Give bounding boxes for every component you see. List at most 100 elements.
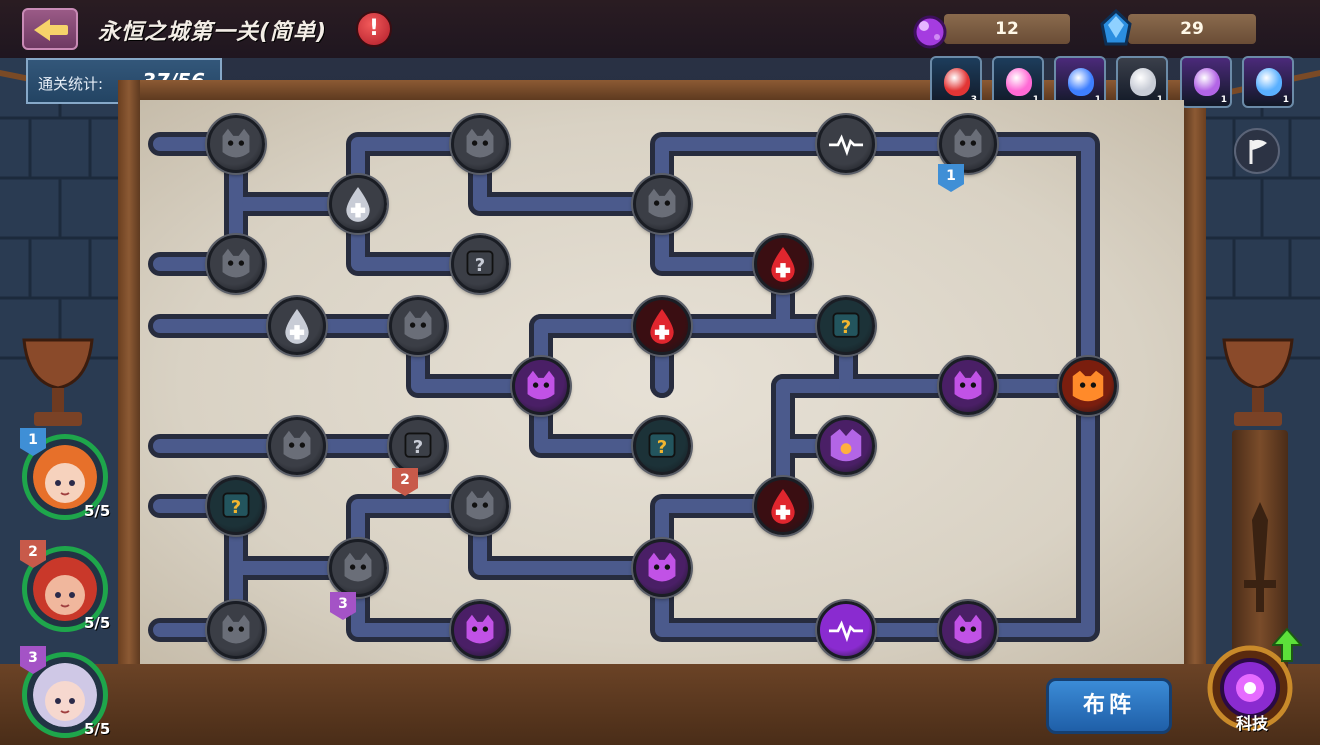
map-node-monster-grey[interactable] — [939, 115, 997, 173]
map-node-mystery-teal[interactable]: ? — [207, 477, 265, 535]
monster-grey-icon — [466, 128, 494, 158]
monster-purple-icon — [648, 552, 676, 582]
mystery-grey-icon: ? — [404, 432, 432, 458]
item-slot-2[interactable]: 1 — [992, 56, 1044, 108]
map-node-boss-fire[interactable] — [1059, 357, 1117, 415]
elite-purple-icon — [830, 428, 862, 462]
monster-purple-icon — [466, 614, 494, 644]
item-slot-1[interactable]: 3 — [930, 56, 982, 108]
item-bar: 311111 — [930, 56, 1300, 110]
hero-avatar — [33, 557, 97, 621]
map-path-segment — [153, 137, 365, 211]
resource-crystal-value: 12 — [995, 19, 1019, 39]
blue-scroll-icon — [1068, 68, 1094, 96]
exclamation-icon[interactable]: ! — [356, 11, 392, 47]
map-node-heal-grey[interactable] — [268, 297, 326, 355]
item-slot-3[interactable]: 1 — [1054, 56, 1106, 108]
map-node-monster-purple[interactable] — [633, 539, 691, 597]
heal-red-icon — [771, 488, 795, 524]
map-frame-right — [1184, 80, 1206, 670]
map-node-monster-grey[interactable] — [329, 539, 387, 597]
map-node-monster-purple[interactable] — [939, 601, 997, 659]
map-path-segment — [961, 379, 1095, 637]
mystery-teal-icon: ? — [832, 312, 860, 338]
map-node-monster-grey[interactable] — [207, 115, 265, 173]
map-path-segment — [650, 556, 980, 642]
white-flag-icon — [1249, 139, 1267, 164]
map-node-heal-red[interactable] — [754, 477, 812, 535]
item-slot-5[interactable]: 1 — [1180, 56, 1232, 108]
hero-portrait-3[interactable] — [22, 652, 108, 738]
map-node-monster-grey[interactable] — [207, 235, 265, 293]
item-slot-4[interactable]: 1 — [1116, 56, 1168, 108]
map-node-mystery-grey[interactable]: ? — [451, 235, 509, 293]
monster-grey-icon — [954, 128, 982, 158]
map-path-segment — [776, 319, 853, 393]
heal-grey-icon — [346, 186, 370, 222]
map-node-heal-grey[interactable] — [329, 175, 387, 233]
back-button[interactable] — [22, 8, 78, 50]
heal-red-icon — [650, 308, 674, 344]
svg-text:?: ? — [475, 255, 485, 276]
svg-text:?: ? — [657, 437, 667, 458]
back-arrow-icon — [34, 19, 50, 41]
map-node-heartbeat-grey[interactable] — [817, 115, 875, 173]
map-node-monster-grey[interactable] — [268, 417, 326, 475]
tech-label: 科技 — [1235, 714, 1268, 733]
map-path-segment — [961, 137, 1095, 393]
item-count: 1 — [1220, 95, 1227, 105]
map-node-heal-red[interactable] — [633, 297, 691, 355]
tech-button[interactable]: 科技 — [1200, 628, 1304, 738]
hero-hp: 5/5 — [84, 614, 111, 632]
svg-text:?: ? — [413, 437, 423, 458]
map-node-mystery-grey[interactable]: ? — [389, 417, 447, 475]
monster-purple-icon — [527, 370, 555, 400]
monster-grey-icon — [222, 248, 250, 278]
grey-scroll-icon — [1130, 68, 1156, 96]
flag-button[interactable] — [1234, 128, 1280, 174]
map-node-heartbeat-purple[interactable] — [817, 601, 875, 659]
level-title: 永恒之城第一关(简单) — [98, 20, 328, 45]
green-up-arrow-icon — [1272, 628, 1302, 662]
map-path-segment — [650, 132, 980, 216]
map-node-monster-purple[interactable] — [451, 601, 509, 659]
map-node-mystery-teal[interactable]: ? — [817, 297, 875, 355]
monster-grey-icon — [344, 552, 372, 582]
resource-gem-value: 29 — [1180, 19, 1204, 39]
map-node-monster-grey[interactable] — [451, 477, 509, 535]
monster-grey-icon — [222, 128, 250, 158]
map-node-monster-purple[interactable] — [939, 357, 997, 415]
map-node-mystery-teal[interactable]: ? — [633, 417, 691, 475]
heal-red-icon — [771, 246, 795, 282]
heartbeat-grey-icon — [828, 134, 864, 157]
monster-grey-icon — [648, 188, 676, 218]
map-path-segment — [346, 132, 674, 216]
map-node-monster-grey[interactable] — [207, 601, 265, 659]
hero-avatar — [33, 445, 97, 509]
formation-button[interactable]: 布阵 — [1046, 678, 1172, 734]
map-path-segment — [655, 439, 790, 575]
monster-purple-icon — [954, 614, 982, 644]
map-node-heal-red[interactable] — [754, 235, 812, 293]
item-slot-6[interactable]: 1 — [1242, 56, 1294, 108]
right-chalice — [1222, 338, 1294, 426]
resource-crystal: 12 — [944, 14, 1070, 44]
map-node-monster-purple[interactable] — [512, 357, 570, 415]
heartbeat-purple-icon — [828, 620, 864, 643]
purple-key-icon — [1194, 68, 1220, 96]
svg-text:?: ? — [841, 317, 851, 338]
blue-gem-icon — [1100, 8, 1132, 46]
map-node-monster-grey[interactable] — [451, 115, 509, 173]
top-bar — [0, 0, 1320, 58]
boss-fire-icon — [1072, 370, 1104, 402]
hero-portrait-2[interactable] — [22, 546, 108, 632]
map-node-monster-grey[interactable] — [389, 297, 447, 355]
monster-grey-icon — [404, 310, 432, 340]
hero-hp: 5/5 — [84, 502, 111, 520]
resource-gem: 29 — [1128, 14, 1256, 44]
clear-stats-label: 通关统计: — [38, 75, 104, 93]
monster-grey-icon — [466, 490, 494, 520]
map-node-elite-purple[interactable] — [817, 417, 875, 475]
map-node-monster-grey[interactable] — [633, 175, 691, 233]
